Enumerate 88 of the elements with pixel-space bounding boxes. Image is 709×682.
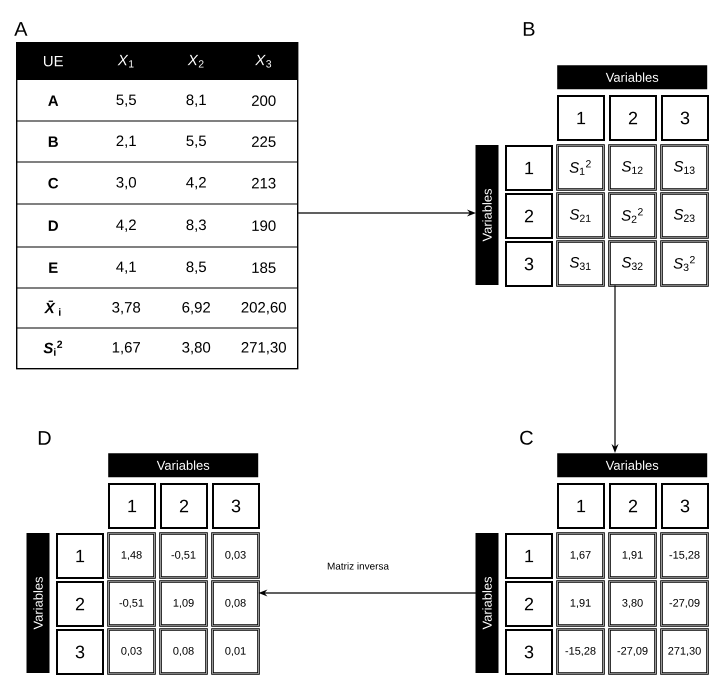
matrix-value: S$_{31}$ [556,240,605,287]
variables-bar: Variables [557,65,708,90]
variables-bar: Variables [476,533,498,673]
table-value: 6,92 [182,302,210,314]
row-label: X̄$_{i}$ [44,300,60,316]
matrix-value: -27,09 [608,628,657,675]
row-header: 1 [505,533,553,579]
row-label: C [48,178,58,188]
matrix-value: 1,91 [608,532,657,579]
table-value: 185 [252,262,276,273]
table-value: 8,1 [186,94,206,107]
row-label: S$_{i}$2 [44,340,62,356]
row-header: 2 [505,581,553,627]
row-label: B [48,136,58,147]
table-value: 5,5 [116,94,136,107]
table-value: 225 [252,136,276,147]
panel-letter: A [14,22,28,36]
column-header: X$_{3}$ [255,54,272,68]
row-header: 1 [505,145,553,191]
column-header: X$_{1}$ [118,54,134,68]
matrix-value: 1,48 [107,532,156,579]
matrix-value: -15,28 [660,532,709,579]
panel-letter: C [520,430,533,445]
table-value: 213 [252,178,276,188]
matrix-value: S$_{13}$ [660,144,709,191]
column-header: 1 [108,483,156,529]
row-label: D [48,220,58,231]
table-value: 1,67 [112,342,140,354]
panel-letter: D [38,431,51,445]
column-header: 3 [661,483,709,529]
table-value: 3,0 [116,177,136,190]
panel-letter: B [524,22,534,36]
table-value: 4,2 [186,177,206,190]
matrix-value: S$_{32}$ [608,240,657,287]
matrix-value: 0,08 [211,580,260,627]
matrix-value: 1,91 [556,580,605,627]
row-header: 2 [505,193,553,239]
column-header: 1 [557,95,605,141]
row-header: 3 [505,241,553,287]
column-header: 3 [661,95,709,141]
matrix-value: S$_{1}$2 [556,144,605,191]
matrix-value: S$_{23}$ [660,192,709,239]
table-value: 4,2 [116,220,136,232]
matrix-value: S$_{3}$2 [660,240,709,287]
variables-bar: Variables [557,453,708,478]
table-value: 3,78 [112,302,140,314]
table-value: 8,3 [186,220,206,232]
table-value: 3,80 [182,342,210,354]
matrix-value: S$_{12}$ [608,144,657,191]
matrix-value: 0,08 [159,628,208,675]
matrix-value: -27,09 [660,580,709,627]
matrix-value: 0,03 [211,532,260,579]
matrix-value: 271,30 [660,628,709,675]
row-header: 3 [56,629,104,675]
column-header: 2 [609,483,657,529]
table-value: 5,5 [186,136,206,148]
column-header: 3 [212,483,260,529]
table-value: 200 [252,95,276,106]
matrix-value: S$_{21}$ [556,192,605,239]
row-header: 1 [56,533,104,579]
column-header: X$_{2}$ [188,54,204,68]
table-value: 8,5 [186,262,206,274]
column-header: 2 [160,483,208,529]
table-value: 202,60 [242,302,286,314]
matrix-value: 1,09 [159,580,208,627]
table-value: 271,30 [242,342,286,354]
row-header: 2 [56,581,104,627]
column-header: UE [44,56,63,66]
matrix-value: 1,67 [556,532,605,579]
row-label: E [49,262,58,273]
matrix-value: 0,01 [211,628,260,675]
matrix-value: -0,51 [159,532,208,579]
matrix-value: -15,28 [556,628,605,675]
matrix-value: S$_{2}$2 [608,192,657,239]
matrix-value: -0,51 [107,580,156,627]
row-header: 3 [505,629,553,675]
row-label: A [48,96,58,106]
variables-bar: Variables [108,453,258,478]
matrix-value: 3,80 [608,580,657,627]
table-value: 4,1 [116,262,136,274]
column-header: 1 [557,483,605,529]
edge-label: Matriz inversa [326,561,390,571]
table-value: 190 [252,220,276,231]
table-value: 2,1 [116,136,136,148]
matrix-value: 0,03 [107,628,156,675]
column-header: 2 [609,95,657,141]
variables-bar: Variables [476,145,498,285]
variables-bar: Variables [26,533,50,673]
